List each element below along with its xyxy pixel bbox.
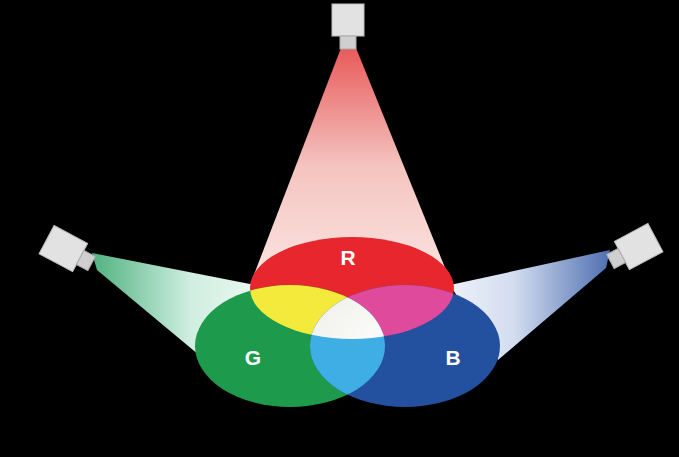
cyan-overlap (310, 285, 500, 407)
red-beam (250, 48, 452, 285)
right-projector (603, 224, 663, 276)
ellipse-fill (310, 285, 500, 407)
left-projector (39, 226, 99, 278)
light-ellipse: B (310, 285, 500, 407)
ellipse-outline (310, 285, 500, 407)
color-letter: B (445, 347, 460, 368)
top-projector (332, 4, 364, 49)
color-letter: G (245, 347, 261, 368)
color-letter: R (340, 247, 355, 268)
white-overlap (310, 285, 500, 407)
magenta-overlap (310, 285, 500, 407)
yellow-overlap (195, 285, 385, 407)
